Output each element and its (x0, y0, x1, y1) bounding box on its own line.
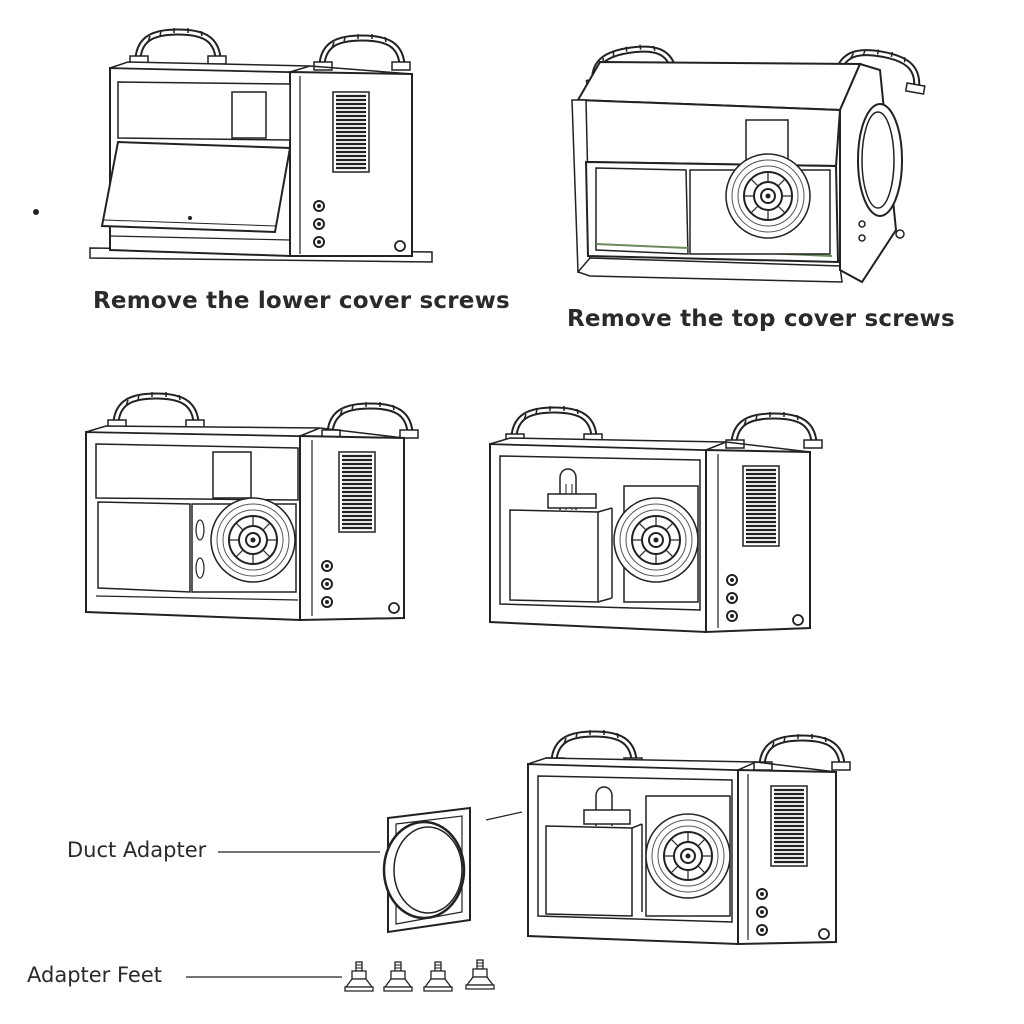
duct-adapter (384, 808, 522, 932)
adapter-feet (344, 959, 495, 992)
unit-step-3 (86, 392, 418, 620)
adapter-foot-icon (465, 959, 495, 990)
unit-top-cover (572, 39, 930, 282)
caption-remove-lower-cover: Remove the lower cover screws (93, 288, 510, 314)
label-duct-adapter: Duct Adapter (67, 838, 207, 862)
label-adapter-feet: Adapter Feet (27, 963, 162, 987)
unit-step-4 (490, 406, 822, 632)
unit-step-5 (528, 730, 850, 944)
adapter-foot-icon (383, 961, 413, 992)
stray-dot (33, 209, 39, 215)
unit-lower-cover (90, 28, 432, 262)
adapter-foot-icon (344, 961, 374, 992)
adapter-foot-icon (423, 961, 453, 992)
caption-remove-top-cover: Remove the top cover screws (567, 306, 955, 332)
